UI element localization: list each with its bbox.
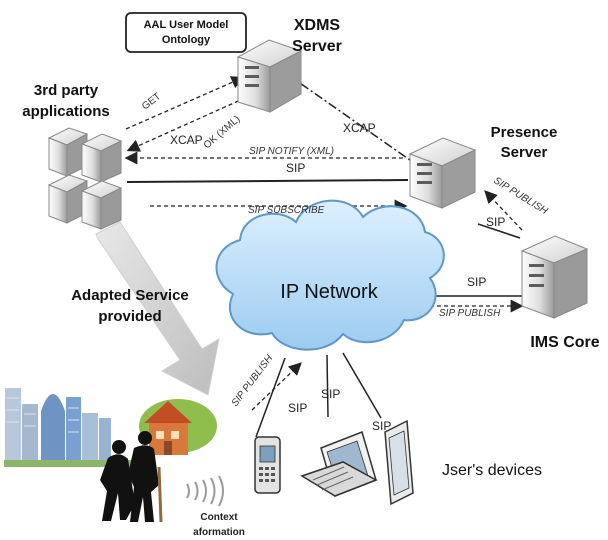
city-skyline-illustration: [4, 388, 135, 467]
sip-subscribe-label: SIP SUBSCRIBE: [248, 205, 325, 216]
get-label: GET: [140, 91, 163, 112]
ip-network-label: IP Network: [280, 281, 378, 303]
sip-main-label: SIP: [286, 161, 305, 175]
ip-network-cloud: [215, 199, 445, 351]
presence-label-line1: Presence: [491, 124, 558, 141]
laptop-network-link: [326, 354, 329, 418]
sip-ims-label: SIP: [467, 275, 486, 289]
sip-publish-ims-label: SIP PUBLISH: [439, 308, 501, 319]
context-label-line1: Context: [200, 512, 238, 523]
xcap-server-link: [286, 73, 418, 166]
context-label-line2: aformation: [193, 527, 245, 538]
sip-tablet-label: SIP: [372, 419, 391, 433]
get-xcap-arrow: [125, 76, 245, 130]
mobile-phone-icon: [254, 436, 281, 494]
ontology-line2: Ontology: [162, 34, 211, 46]
adapted-service-line1: Adapted Service: [71, 287, 189, 304]
ims-to-presence-publish-arrow: [484, 190, 523, 231]
ims-core-label: IMS Core: [530, 334, 599, 351]
sip-laptop-label: SIP: [321, 387, 340, 401]
third-party-label-line1: 3rd party: [34, 82, 99, 99]
adapted-service-arrow: [95, 221, 220, 396]
user-devices-label: Jser's devices: [442, 462, 542, 479]
xdms-label-line1: XDMS: [294, 17, 341, 34]
sip-presence-label: SIP: [486, 215, 505, 229]
house-illustration: [139, 399, 217, 455]
ontology-line1: AAL User Model: [144, 19, 229, 31]
phone-network-link: [255, 357, 286, 438]
third-party-label-line2: applications: [22, 103, 110, 120]
elderly-couple-illustration: [100, 431, 163, 523]
laptop-icon: [300, 431, 378, 497]
xcap-right-label: XCAP: [343, 121, 376, 135]
context-signal-waves-icon: [186, 475, 224, 507]
ok-xml-label: OK (XML): [202, 114, 243, 151]
xdms-server-icon: [236, 39, 303, 113]
adapted-service-line2: provided: [98, 308, 161, 325]
ontology-box: AAL User Model Ontology: [125, 12, 247, 53]
tablet-icon: [384, 419, 414, 506]
sip-publish-presence-label: SIP PUBLISH: [491, 175, 549, 217]
ims-core-server-icon: [520, 235, 589, 319]
xdms-label-line2: Server: [292, 38, 342, 55]
ok-xml-arrow: [126, 97, 246, 152]
ims-presence-sip-link: [477, 223, 521, 239]
xcap-left-label: XCAP: [170, 133, 203, 147]
tablet-network-link: [342, 352, 382, 419]
main-sip-connection: [126, 179, 409, 183]
sip-notify-label: SIP NOTIFY (XML): [249, 146, 334, 157]
presence-label-line2: Server: [501, 144, 548, 161]
presence-server-icon: [408, 137, 477, 209]
sip-phone-label: SIP: [288, 401, 307, 415]
third-party-server-cluster-icon: [47, 127, 123, 230]
